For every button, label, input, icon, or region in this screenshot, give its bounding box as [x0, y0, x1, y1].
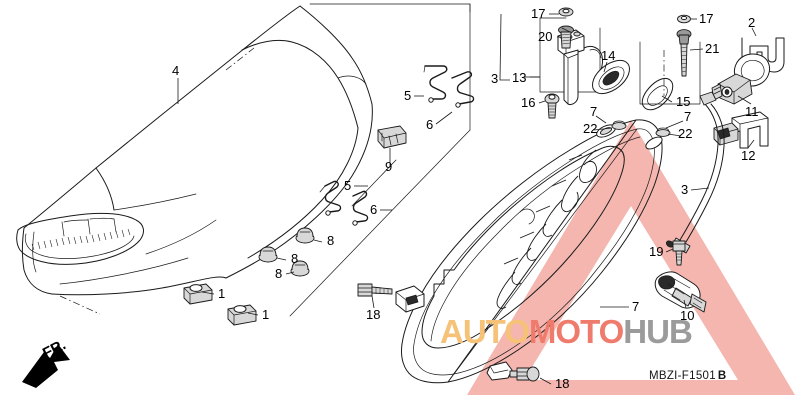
callout-2: 2	[748, 15, 756, 30]
callout-7-b: 7	[684, 109, 692, 124]
part-17-washer-b	[677, 14, 691, 24]
callout-4: 4	[172, 63, 180, 78]
callout-7-c: 7	[632, 299, 640, 314]
callout-18-a: 18	[366, 307, 381, 322]
callout-22-a: 22	[583, 121, 598, 136]
callout-17-b: 17	[699, 11, 714, 26]
part-number-suffix: B	[717, 370, 727, 382]
seat-assembly	[16, 5, 373, 315]
callout-21: 21	[705, 41, 720, 56]
watermark-hub-text: HUB	[623, 313, 692, 350]
part-5-upper-clip	[423, 65, 448, 103]
part-16-bolt	[544, 93, 560, 119]
seat-cowl-assembly	[395, 119, 663, 384]
callout-9: 9	[385, 159, 393, 174]
part-6-lower-clip	[352, 190, 369, 226]
callout-1-a: 1	[218, 286, 226, 301]
callout-18-b: 18	[555, 376, 570, 391]
watermark-moto-text: MOTO	[528, 313, 624, 350]
callout-10: 10	[680, 308, 695, 323]
part-19-bolt	[672, 240, 686, 266]
part-1-seat-stop-a	[183, 283, 213, 305]
callout-6-lower: 6	[370, 202, 378, 217]
callout-14: 14	[601, 48, 616, 63]
part-15-grommet	[641, 77, 674, 111]
callout-8-c: 8	[275, 266, 283, 281]
callout-8-b: 8	[291, 251, 299, 266]
callout-20: 20	[538, 29, 553, 44]
part-6-upper-clip	[451, 71, 475, 108]
part-1-seat-stop-b	[227, 304, 257, 326]
callout-16: 16	[521, 95, 536, 110]
part-22-collar-a	[611, 120, 627, 130]
part-9-clip	[377, 125, 407, 149]
cowl-grommet-top-right	[645, 136, 663, 150]
script-emblem-decal	[496, 149, 597, 309]
callout-19: 19	[649, 244, 664, 259]
part-18-bolt-a	[357, 283, 393, 297]
front-direction-arrow	[22, 344, 70, 388]
callout-22-b: 22	[678, 126, 693, 141]
part-21-bolt	[639, 29, 701, 105]
callout-5-lower: 5	[344, 178, 352, 193]
cowl-front-tab	[395, 285, 425, 313]
part-14-grommet	[592, 59, 630, 95]
callout-15: 15	[676, 94, 691, 109]
callout-8-a: 8	[327, 233, 335, 248]
part-8-grommet-a	[295, 227, 315, 244]
part-5-lower-clip	[319, 180, 342, 216]
watermark-auto-text: AUTO	[440, 313, 530, 350]
part-10-seat-lock-catch	[654, 271, 707, 313]
callout-12: 12	[741, 148, 756, 163]
watermark-wordmark: AUTOMOTOHUB	[440, 313, 693, 350]
part-20-screw	[558, 25, 574, 49]
callout-1-b: 1	[262, 307, 270, 322]
part-8-grommet-b	[258, 246, 278, 263]
part-8-grommet-c	[290, 260, 310, 277]
assembly-guide-lines	[289, 3, 471, 317]
callout-6-upper: 6	[426, 117, 434, 132]
callout-7-a: 7	[590, 104, 598, 119]
callout-11: 11	[745, 104, 759, 119]
part-11-lock-cylinder	[711, 53, 771, 105]
part-22-collar-b	[655, 127, 671, 137]
callout-13: 13	[512, 70, 527, 85]
part-number-value: MBZI-F1501	[649, 370, 716, 382]
part-12-cable-bracket	[713, 111, 769, 149]
callout-5-upper: 5	[404, 88, 412, 103]
part-17-washer-a	[558, 7, 574, 17]
leader-lines	[177, 13, 757, 385]
callout-3-b: 3	[681, 182, 689, 197]
callout-3-a: 3	[491, 71, 499, 86]
part-18-bolt-b	[509, 366, 540, 382]
callout-17-a: 17	[531, 6, 546, 21]
cowl-rear-tab	[486, 361, 513, 381]
